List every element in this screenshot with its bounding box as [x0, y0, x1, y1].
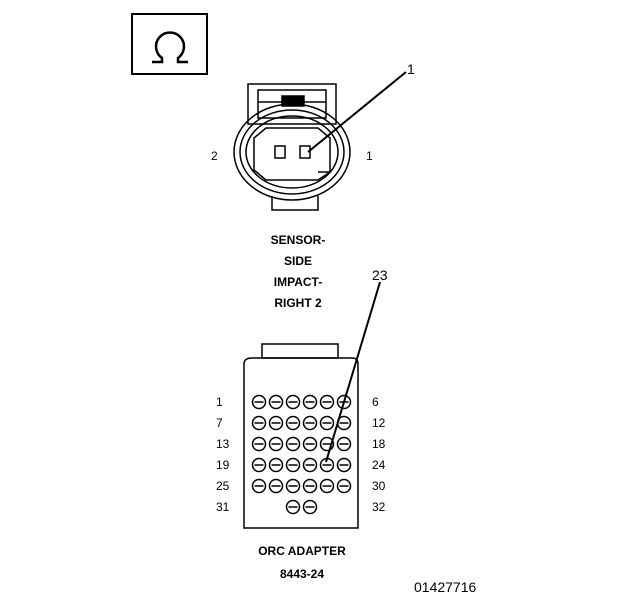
adapter-pin-cavity — [336, 457, 352, 473]
adapter-pin-cavity — [336, 415, 352, 431]
adapter-row-label-right: 24 — [372, 458, 386, 472]
sensor-title-line: SIDE — [284, 254, 312, 268]
adapter-pin-cavity — [336, 478, 352, 494]
sensor-pin-1 — [299, 145, 311, 159]
sensor-title-line: SENSOR- — [271, 233, 326, 247]
adapter-pin-cavity — [285, 394, 301, 410]
adapter-part-number: 8443-24 — [280, 567, 324, 581]
sensor-title-line: IMPACT- — [274, 275, 322, 289]
adapter-row-label-right: 32 — [372, 500, 386, 514]
adapter-pin-cavity — [302, 436, 318, 452]
adapter-row-label-left: 1 — [216, 395, 223, 409]
adapter-pin-cavity — [251, 436, 267, 452]
adapter-pin-cavity — [285, 415, 301, 431]
adapter-pin-cavity — [319, 478, 335, 494]
adapter-row-label-left: 31 — [216, 500, 230, 514]
adapter-pin-cavity — [302, 499, 318, 515]
adapter-pin-cavity — [268, 478, 284, 494]
sensor-title-line: RIGHT 2 — [274, 296, 322, 310]
adapter-pin-cavity — [319, 394, 335, 410]
adapter-pin-cavity — [302, 415, 318, 431]
sensor-pin-right-label: 1 — [366, 149, 373, 163]
adapter-pin-cavity — [302, 457, 318, 473]
adapter-row-label-left: 25 — [216, 479, 230, 493]
adapter-connector: 23 1 7 13 19 25 31 6 12 18 24 30 32 ORC … — [216, 267, 388, 581]
adapter-row-label-right: 18 — [372, 437, 386, 451]
sensor-callout-leader — [307, 71, 407, 153]
sensor-pin-2 — [274, 145, 286, 159]
adapter-pin-cavity — [268, 415, 284, 431]
adapter-pin-cavity — [285, 478, 301, 494]
adapter-row-label-left: 7 — [216, 416, 223, 430]
sensor-title: SENSOR- SIDE IMPACT- RIGHT 2 — [271, 233, 326, 310]
adapter-row-label-right: 12 — [372, 416, 386, 430]
sensor-connector: 1 2 1 SENSOR- SIDE IMPACT- RIGHT 2 — [211, 61, 415, 310]
adapter-pin-cavity — [319, 415, 335, 431]
adapter-row-label-left: 19 — [216, 458, 230, 472]
ohmmeter-symbol — [131, 13, 208, 75]
adapter-pin-cavity — [268, 457, 284, 473]
ohm-icon — [152, 31, 188, 64]
adapter-pin-cavity — [251, 478, 267, 494]
adapter-pin-grid — [251, 394, 352, 515]
adapter-pin-cavity — [251, 394, 267, 410]
sensor-callout-number: 1 — [407, 61, 415, 77]
adapter-callout-number: 23 — [372, 267, 388, 283]
adapter-body — [243, 357, 359, 529]
adapter-pin-cavity — [268, 436, 284, 452]
adapter-row-label-right: 30 — [372, 479, 386, 493]
adapter-callout-leader — [325, 281, 381, 463]
adapter-pin-cavity — [302, 478, 318, 494]
adapter-latch — [261, 343, 339, 359]
adapter-pin-cavity — [268, 394, 284, 410]
adapter-pin-cavity — [285, 436, 301, 452]
adapter-row-label-right: 6 — [372, 395, 379, 409]
adapter-pin-cavity — [285, 499, 301, 515]
adapter-pin-cavity — [302, 394, 318, 410]
adapter-pin-cavity — [251, 415, 267, 431]
figure-id: 01427716 — [414, 579, 477, 595]
sensor-pin-left-label: 2 — [211, 149, 218, 163]
adapter-row-label-left: 13 — [216, 437, 230, 451]
adapter-pin-cavity — [251, 457, 267, 473]
adapter-pin-cavity — [285, 457, 301, 473]
adapter-pin-cavity — [336, 436, 352, 452]
sensor-connector-body — [233, 83, 351, 211]
adapter-title: ORC ADAPTER — [258, 544, 346, 558]
